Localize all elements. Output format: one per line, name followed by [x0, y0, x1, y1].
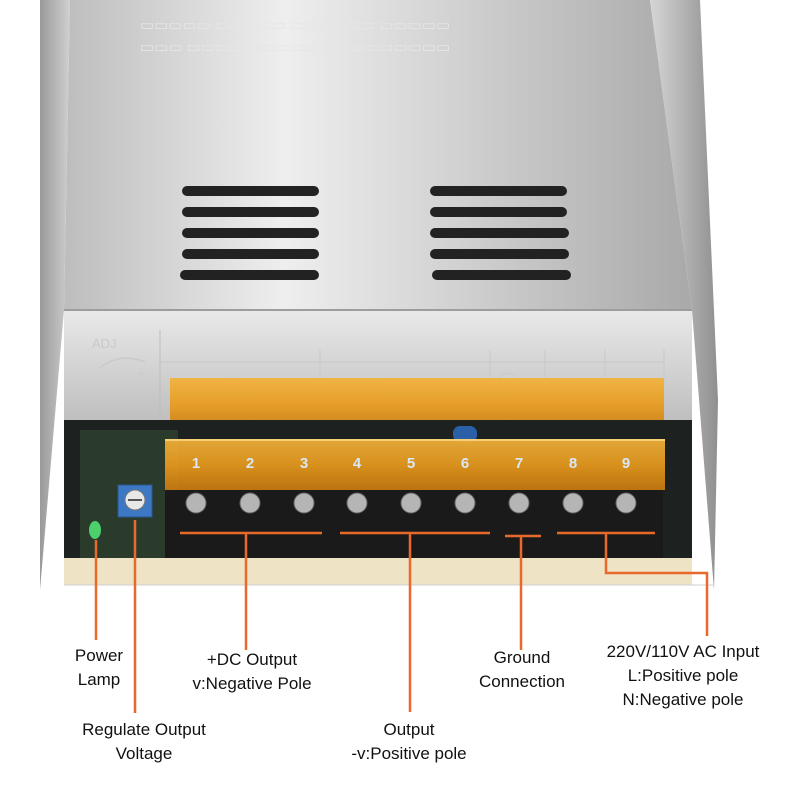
terminal-number: 4 [353, 455, 362, 472]
terminal-number: 8 [569, 455, 577, 472]
callout-ac-input: 220V/110V AC Input L:Positive pole N:Neg… [606, 642, 760, 709]
callout-power-lamp: Power Lamp [74, 646, 124, 689]
terminal-number: 2 [246, 455, 254, 472]
leader-lines [94, 520, 709, 713]
terminal-number: 5 [407, 455, 415, 472]
terminal-number: 6 [461, 455, 469, 472]
callout-regulate-voltage: Regulate Output Voltage [82, 720, 206, 763]
adj-minus: - [86, 378, 90, 393]
terminal-number: 9 [622, 455, 630, 472]
left-side-panel [40, 0, 70, 590]
callout-output-positive: Output -v:Positive pole [351, 720, 467, 763]
adj-arc [99, 357, 146, 369]
terminal-screws [185, 492, 637, 514]
svg-text:▭▭▭ ▭▭▭▭ ▭▭▭▭▭ ▭▭▭▭▭▭▭▭▭: ▭▭▭ ▭▭▭▭ ▭▭▭▭▭ ▭▭▭▭▭▭▭▭▭ [140, 39, 450, 56]
callout-dc-output: +DC Output v:Negative Pole [192, 650, 312, 693]
amber-cover-lower [165, 440, 665, 490]
power-led [89, 521, 101, 539]
terminal-number: 3 [300, 455, 308, 472]
terminal-number: 7 [515, 455, 523, 472]
amber-cover-upper [170, 378, 664, 432]
beige-base [64, 558, 692, 585]
adj-plus: + [137, 366, 145, 381]
top-stencil-text: ▭▭▭▭▭ ▭▭▭▭▭ ▭▭▭▭▭▭ ▭▭▭▭▭ [140, 17, 450, 34]
terminal-number: 1 [192, 455, 200, 472]
adj-label: ADJ [92, 336, 117, 351]
capacitor-blue [453, 426, 477, 442]
vent-slots-left [180, 186, 319, 280]
right-side-panel [650, 0, 718, 590]
vent-slots-right [430, 186, 571, 280]
callout-ground: Ground Connection [478, 648, 565, 691]
